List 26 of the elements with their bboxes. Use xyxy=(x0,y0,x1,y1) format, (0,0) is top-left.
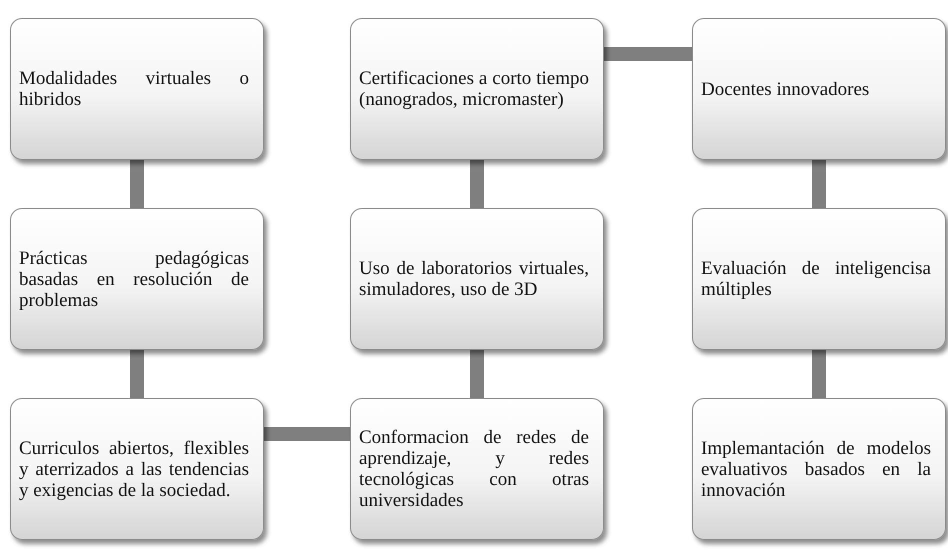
connector-bar xyxy=(604,47,692,61)
box-text: Conformacion de redes de aprendizaje, y redes tecnológicas con otras universidades xyxy=(359,427,589,511)
text-box xyxy=(350,208,604,350)
box-text: Docentes innovadores xyxy=(701,78,870,100)
connector-bar xyxy=(130,160,144,208)
text-box xyxy=(692,398,946,540)
connector-bar xyxy=(470,160,484,208)
connector-bar xyxy=(264,427,350,441)
box-text: Prácticas pedagógicas basadas en resolución de problemas xyxy=(19,248,249,310)
connector-bar xyxy=(812,160,826,208)
text-box xyxy=(350,398,604,540)
text-box xyxy=(350,18,604,160)
connector-bar xyxy=(812,350,826,398)
box-text: Modalidades virtuales o hibridos xyxy=(19,68,249,110)
box-text: Implemantación de modelos evaluativos basados en la innovación xyxy=(701,438,931,500)
connector-bar xyxy=(130,350,144,398)
box-text: Certificaciones a corto tiempo (nanogrados, micromaster) xyxy=(359,68,589,110)
box-text: Curriculos abiertos, flexibles y aterrizados a las tendencias y exigencias de la sociedad. xyxy=(19,438,249,500)
text-box xyxy=(10,208,264,350)
text-box xyxy=(692,208,946,350)
box-text: Evaluación de inteligencisa múltiples xyxy=(701,258,931,300)
text-box xyxy=(10,18,264,160)
text-box xyxy=(692,18,946,160)
box-text: Uso de laboratorios virtuales, simuladores, uso de 3D xyxy=(359,258,589,300)
connector-bar xyxy=(470,350,484,398)
text-box xyxy=(10,398,264,540)
